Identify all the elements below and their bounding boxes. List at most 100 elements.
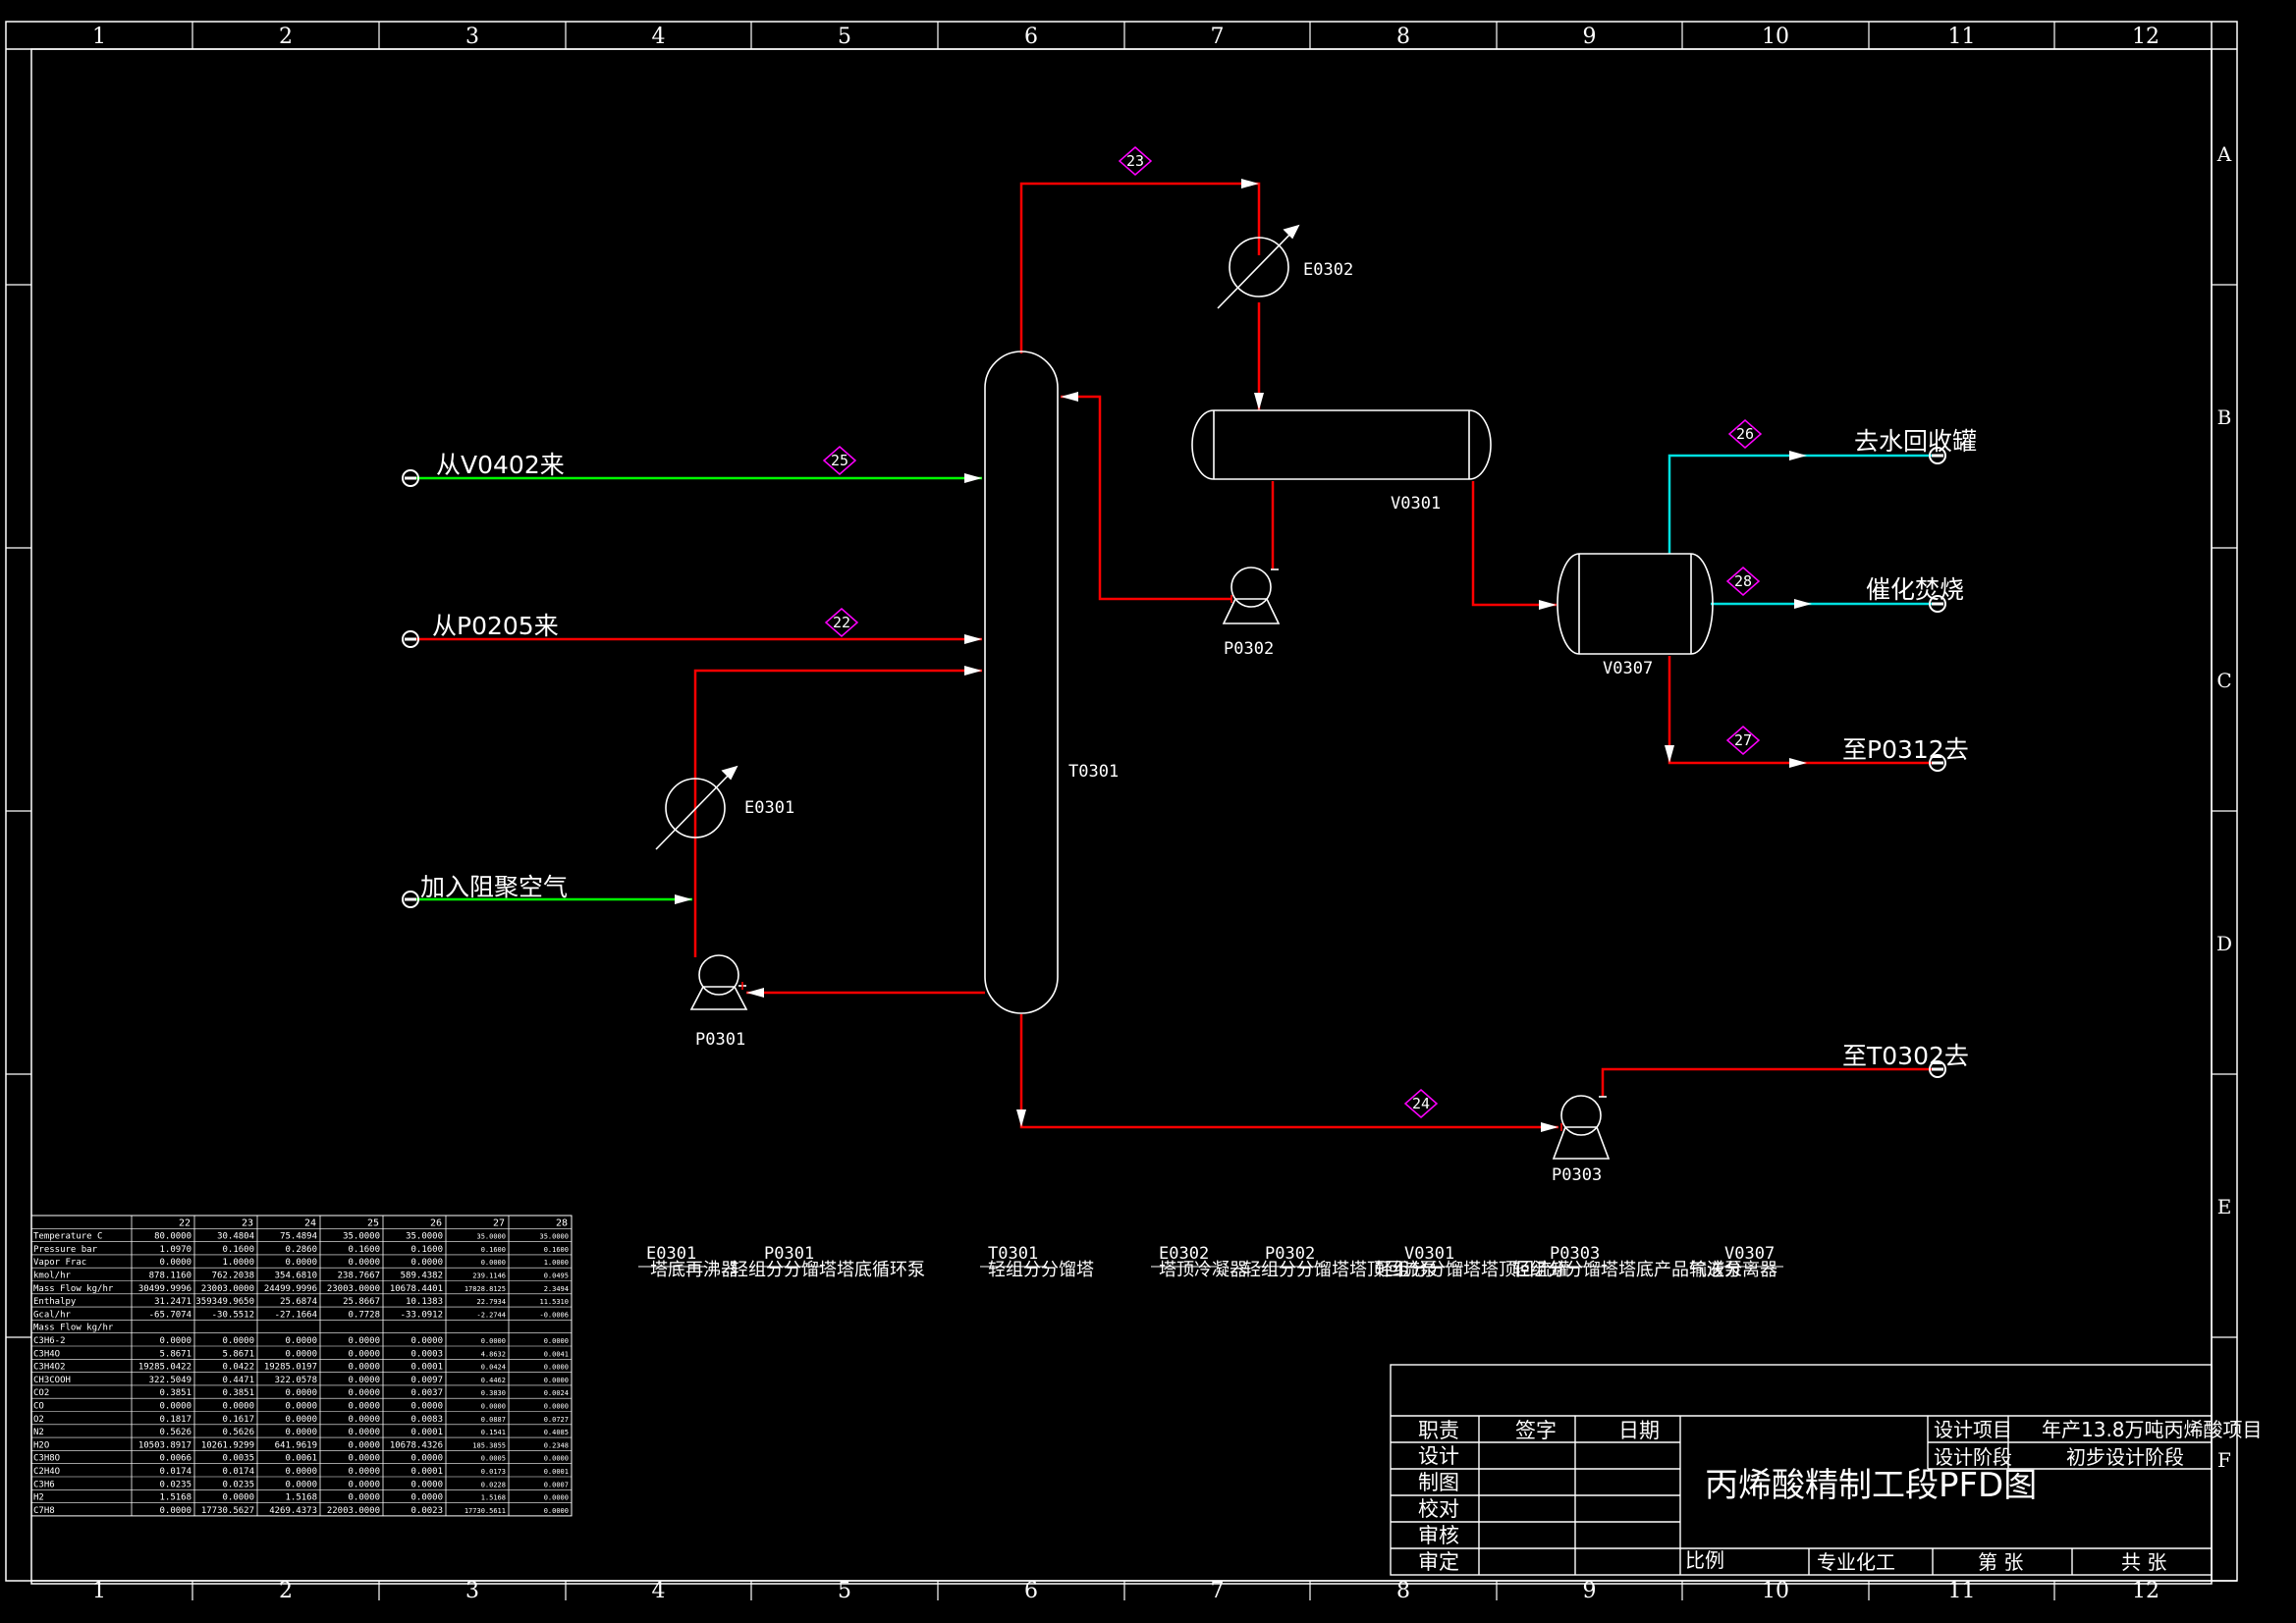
table-cell: 10503.8917: [138, 1440, 191, 1450]
table-row-label: Enthalpy: [33, 1297, 77, 1307]
table-cell: 23003.0000: [327, 1284, 380, 1294]
tb-date-header: 日期: [1618, 1419, 1660, 1442]
table-cell: 0.0174: [159, 1467, 191, 1477]
table-cell: 10678.4401: [390, 1284, 443, 1294]
table-cell: 0.0000: [285, 1336, 317, 1346]
table-cell: 11.5310: [539, 1298, 569, 1306]
stream-23-line: [1019, 182, 1261, 353]
table-cell: 0.4085: [544, 1429, 569, 1436]
frame-bottom-col-5: 5: [838, 1579, 851, 1603]
table-row-label: H2: [33, 1493, 44, 1503]
legend-desc: 轻组分分馏塔塔底产品输送泵: [1512, 1260, 1742, 1280]
stream-26-label: 26: [1736, 425, 1754, 443]
frame-row-D: D: [2216, 932, 2232, 955]
tb-drawing-title: 丙烯酸精制工段PFD图: [1705, 1466, 2037, 1505]
table-cell: 0.0000: [159, 1506, 191, 1516]
table-row-label: H2O: [33, 1440, 49, 1450]
table-col-header: 26: [430, 1217, 442, 1228]
table-cell: 0.0000: [348, 1388, 380, 1398]
exchanger-e0302[interactable]: [1217, 224, 1300, 309]
tb-sheet-no: 第 张: [1978, 1550, 2023, 1574]
frame-bottom-col-10: 10: [1762, 1579, 1789, 1603]
table-cell: 25.6874: [280, 1297, 317, 1307]
table-cell: 0.1600: [222, 1245, 254, 1255]
table-cell: 185.3855: [472, 1441, 506, 1449]
table-cell: 0.1617: [222, 1415, 254, 1425]
table-cell: 0.0000: [285, 1467, 317, 1477]
table-cell: -2.2744: [476, 1311, 506, 1319]
exchanger-e0301[interactable]: [655, 765, 738, 850]
table-col-header: 23: [242, 1217, 253, 1228]
tag-v0301: V0301: [1391, 494, 1441, 514]
frame-row-dividers: [6, 284, 2237, 1338]
table-row-label: Temperature C: [33, 1232, 102, 1242]
tb-role-4: 审核: [1418, 1524, 1459, 1547]
tag-t0301: T0301: [1068, 762, 1119, 782]
frame-bottom-col-2: 2: [279, 1579, 293, 1603]
table-cell: 0.0000: [222, 1402, 254, 1412]
separator-v0307[interactable]: [1557, 553, 1714, 655]
table-row-label: Pressure bar: [33, 1245, 98, 1255]
table-cell: 0.0000: [544, 1364, 569, 1372]
table-cell: 2.3494: [544, 1285, 569, 1293]
table-cell: 762.2038: [212, 1271, 254, 1281]
table-cell: 0.0000: [285, 1388, 317, 1398]
table-cell: 589.4382: [401, 1271, 443, 1281]
stream-diamonds: [822, 146, 1763, 1118]
table-cell: 0.0174: [222, 1467, 254, 1477]
frame-bottom-col-9: 9: [1583, 1579, 1597, 1603]
reflux-line: [1061, 395, 1231, 601]
tb-major-label: 专业化工: [1817, 1550, 1895, 1574]
column-t0301[interactable]: [984, 351, 1059, 1014]
stream-25-label: 25: [831, 452, 848, 469]
tb-scale-label: 比例: [1685, 1548, 1724, 1572]
table-cell: 0.0000: [544, 1455, 569, 1463]
tag-p0303: P0303: [1552, 1165, 1602, 1185]
label-from-v0402: 从V0402来: [436, 451, 565, 479]
table-cell: 0.7728: [348, 1310, 380, 1320]
table-cell: 0.0000: [544, 1337, 569, 1345]
label-to-t0302: 至T0302去: [1842, 1042, 1969, 1070]
label-to-p0312: 至P0312去: [1842, 735, 1969, 764]
pump-p0302[interactable]: [1222, 567, 1281, 624]
table-cell: 0.0001: [410, 1363, 443, 1373]
table-cell: 0.0727: [544, 1416, 569, 1424]
table-cell: 239.1146: [472, 1272, 506, 1280]
table-cell: 0.3851: [159, 1388, 191, 1398]
terminal-from-v0402: [402, 469, 419, 487]
table-row-label: C3H4O2: [33, 1363, 66, 1373]
label-to-incin: 催化焚烧: [1866, 575, 1964, 604]
table-cell: 878.1160: [149, 1271, 191, 1281]
drum-v0301[interactable]: [1191, 409, 1492, 480]
frame-bottom-col-1: 1: [92, 1579, 106, 1603]
table-cell: 22.7934: [476, 1298, 506, 1306]
table-cell: 35.0000: [476, 1233, 506, 1241]
table-cell: 0.0000: [410, 1480, 443, 1489]
table-cell: 0.0000: [285, 1480, 317, 1489]
legend-tag: E0301: [646, 1244, 696, 1264]
table-row-label: C3H6-2: [33, 1336, 66, 1346]
frame-bottom-col-8: 8: [1396, 1579, 1410, 1603]
table-cell: 0.0000: [348, 1467, 380, 1477]
frame-top-col-2: 2: [279, 25, 293, 49]
table-cell: 75.4894: [280, 1232, 317, 1242]
stream-22-label: 22: [833, 614, 850, 631]
terminal-to-t0302: [1929, 1060, 1946, 1078]
table-cell: 0.0000: [285, 1428, 317, 1437]
table-cell: 0.0000: [348, 1480, 380, 1489]
pump-p0303[interactable]: [1552, 1095, 1611, 1160]
table-cell: 0.2348: [544, 1441, 569, 1449]
tag-e0301: E0301: [744, 798, 794, 818]
terminal-to-incin: [1929, 595, 1946, 613]
table-row-label: C7H8: [33, 1506, 55, 1516]
table-cell: 0.0023: [410, 1506, 443, 1516]
stream-numbers: 23 25 22 24 26 28 27: [831, 152, 1754, 1112]
table-row-label: kmol/hr: [33, 1271, 72, 1281]
pump-p0301[interactable]: [689, 954, 748, 1010]
